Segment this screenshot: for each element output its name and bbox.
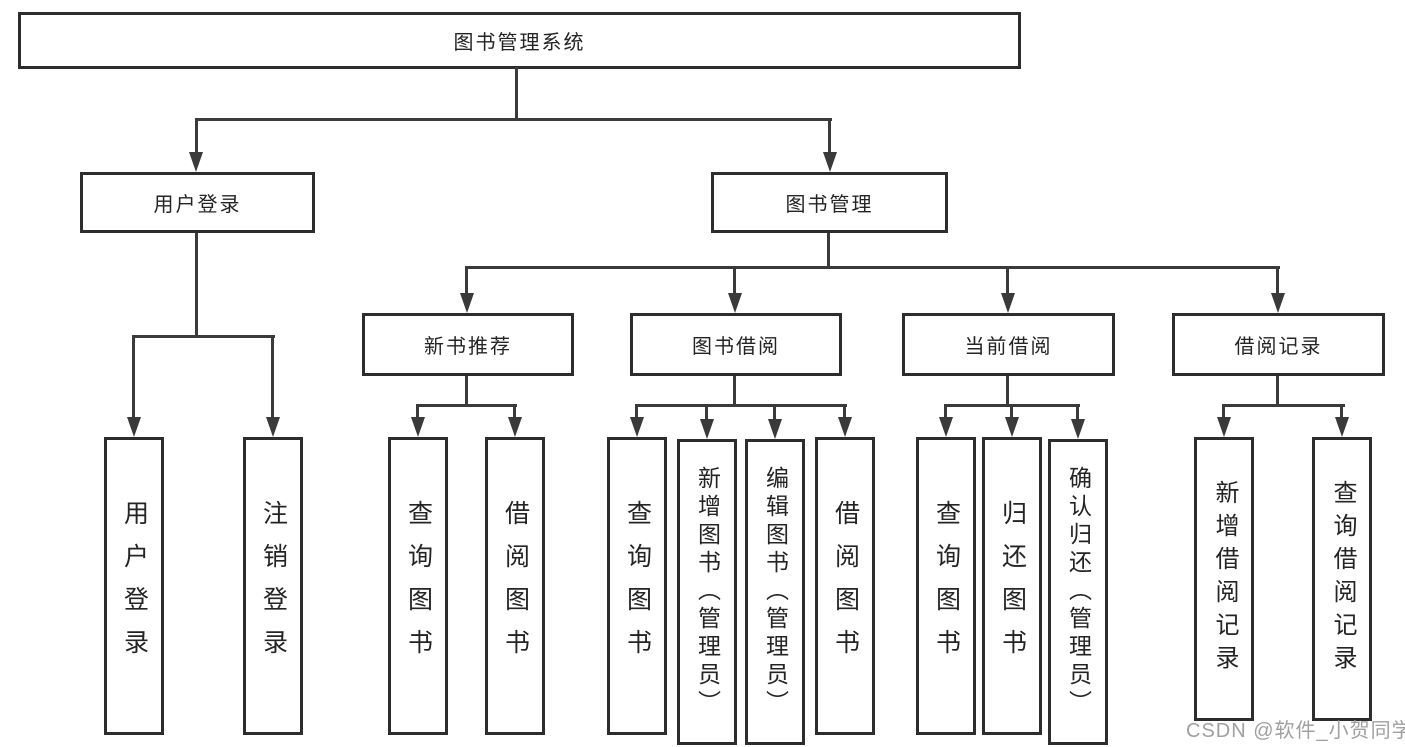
connector-line	[195, 118, 198, 156]
connector-line	[705, 404, 708, 421]
node-label: 确认归还（管理员）	[1065, 466, 1092, 718]
connector-line	[635, 404, 847, 407]
node-label: 新增图书（管理员）	[694, 466, 721, 718]
connector-line	[132, 335, 275, 338]
node-book-borrowing: 图书借阅	[630, 313, 842, 376]
node-book-management: 图书管理	[711, 172, 948, 233]
leaf-node-confirm-return-admin: 确认归还（管理员）	[1048, 439, 1108, 745]
connector-line	[1006, 374, 1009, 407]
node-label: 编辑图书（管理员）	[762, 466, 789, 718]
node-user-login: 用户登录	[80, 172, 315, 233]
arrowhead-down-icon	[1217, 417, 1231, 437]
arrowhead-down-icon	[189, 152, 203, 172]
leaf-node-borrow-books: 借阅图书	[815, 437, 875, 735]
leaf-node-add-borrow-record: 新增借阅记录	[1194, 437, 1254, 721]
node-label: 归还图书	[998, 500, 1027, 672]
connector-line	[1006, 266, 1009, 296]
node-current-borrowing: 当前借阅	[902, 313, 1115, 376]
leaf-node-user-login: 用户登录	[104, 437, 164, 735]
node-label: 图书借阅	[692, 336, 780, 358]
connector-line	[733, 266, 736, 296]
arrowhead-down-icon	[1005, 417, 1019, 437]
arrowhead-down-icon	[1335, 417, 1349, 437]
node-borrowing-records: 借阅记录	[1172, 313, 1385, 376]
arrowhead-down-icon	[1071, 419, 1085, 439]
arrowhead-down-icon	[700, 419, 714, 439]
arrowhead-down-icon	[460, 293, 474, 313]
node-label: 查询借阅记录	[1329, 480, 1356, 678]
node-label: 图书管理系统	[453, 32, 586, 54]
connector-line	[515, 67, 518, 121]
node-label: 用户登录	[120, 500, 149, 672]
arrowhead-down-icon	[939, 417, 953, 437]
leaf-node-logout: 注销登录	[243, 437, 303, 735]
arrowhead-down-icon	[127, 417, 141, 437]
arrowhead-down-icon	[838, 417, 852, 437]
connector-line	[513, 404, 516, 419]
leaf-node-query-books-recommend: 查询图书	[388, 437, 448, 735]
connector-line	[1276, 374, 1279, 407]
connector-line	[1340, 404, 1343, 419]
node-label: 借阅图书	[501, 500, 530, 672]
connector-line	[843, 404, 846, 419]
connector-line	[773, 404, 776, 421]
node-label: 借阅记录	[1234, 336, 1323, 358]
arrowhead-down-icon	[508, 417, 522, 437]
connector-line	[416, 404, 517, 407]
leaf-node-query-books-current: 查询图书	[916, 437, 976, 735]
leaf-node-query-borrow-record: 查询借阅记录	[1312, 437, 1372, 721]
connector-line	[944, 404, 947, 419]
arrowhead-down-icon	[630, 417, 644, 437]
arrowhead-down-icon	[823, 152, 837, 172]
arrowhead-down-icon	[768, 419, 782, 439]
arrowhead-down-icon	[728, 293, 742, 313]
connector-line	[465, 374, 468, 407]
node-label: 图书管理	[785, 194, 874, 216]
node-library-management-system: 图书管理系统	[18, 12, 1021, 69]
node-label: 新增借阅记录	[1211, 480, 1238, 678]
connector-line	[1222, 404, 1225, 419]
node-label: 注销登录	[259, 500, 288, 672]
connector-line	[733, 374, 736, 407]
connector-line	[635, 404, 638, 419]
node-label: 查询图书	[623, 500, 652, 672]
connector-line	[416, 404, 419, 419]
connector-line	[195, 231, 198, 338]
leaf-node-borrow-books-recommend: 借阅图书	[485, 437, 545, 735]
watermark: CSDN @软件_小贺同学	[1186, 720, 1405, 742]
connector-line	[465, 266, 1280, 269]
connector-line	[1276, 266, 1279, 296]
node-label: 用户登录	[153, 194, 242, 216]
arrowhead-down-icon	[411, 417, 425, 437]
arrowhead-down-icon	[1271, 293, 1285, 313]
node-label: 查询图书	[932, 500, 961, 672]
node-label: 借阅图书	[831, 500, 860, 672]
leaf-node-edit-books-admin: 编辑图书（管理员）	[745, 439, 805, 745]
node-label: 查询图书	[404, 500, 433, 672]
node-label: 新书推荐	[424, 336, 512, 358]
connector-line	[271, 335, 274, 419]
connector-line	[828, 118, 831, 156]
connector-line	[1222, 404, 1345, 407]
connector-line	[1076, 404, 1079, 421]
leaf-node-query-books-borrowing: 查询图书	[607, 437, 667, 735]
connector-line	[195, 118, 832, 121]
leaf-node-add-books-admin: 新增图书（管理员）	[677, 439, 737, 745]
connector-line	[132, 335, 135, 419]
arrowhead-down-icon	[1001, 293, 1015, 313]
connector-line	[1010, 404, 1013, 419]
node-label: 当前借阅	[964, 336, 1053, 358]
arrowhead-down-icon	[266, 417, 280, 437]
connector-line	[827, 231, 830, 269]
node-new-book-recommendation: 新书推荐	[362, 313, 574, 376]
leaf-node-return-books: 归还图书	[982, 437, 1042, 735]
connector-line	[465, 266, 468, 296]
